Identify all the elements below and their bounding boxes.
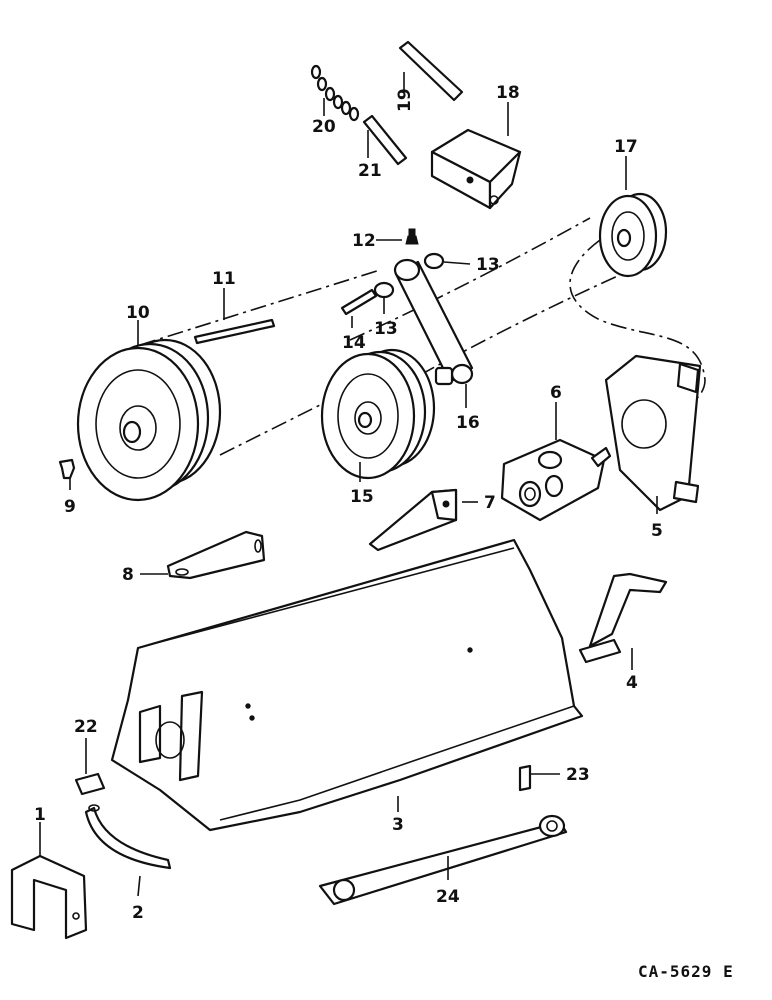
idler-pulley xyxy=(320,348,436,480)
pulley-key xyxy=(193,318,276,345)
callout-16: 16 xyxy=(456,413,480,433)
hydraulic-pump xyxy=(500,438,612,522)
curved-strap xyxy=(84,804,172,870)
strap xyxy=(398,40,464,102)
callout-13-upper: 13 xyxy=(476,255,500,275)
callout-7: 7 xyxy=(484,493,496,513)
callout-6: 6 xyxy=(550,383,562,403)
callout-14: 14 xyxy=(342,333,366,353)
idler-arm xyxy=(393,258,474,386)
grease-fitting xyxy=(405,228,419,245)
callout-4: 4 xyxy=(626,673,638,693)
clip xyxy=(74,772,106,796)
callout-12: 12 xyxy=(352,231,376,251)
callout-labels: 1 2 3 4 5 6 7 8 9 10 11 12 13 13 14 15 1… xyxy=(34,83,663,923)
callout-3: 3 xyxy=(392,815,404,835)
hook-pin xyxy=(518,764,532,792)
callout-20: 20 xyxy=(312,117,336,137)
callout-24: 24 xyxy=(436,887,460,907)
callout-19: 19 xyxy=(395,88,415,112)
pump-bracket xyxy=(604,354,702,512)
leader-lines xyxy=(39,72,658,897)
mounting-bracket xyxy=(430,128,522,210)
adjuster-spring xyxy=(362,114,408,166)
callout-5: 5 xyxy=(651,521,663,541)
callout-23: 23 xyxy=(566,765,590,785)
large-pulley xyxy=(76,338,222,502)
hanger-bracket xyxy=(578,572,668,664)
u-bracket xyxy=(10,854,88,940)
callout-15: 15 xyxy=(350,487,374,507)
callout-8: 8 xyxy=(122,565,134,585)
chain xyxy=(310,64,360,122)
callout-9: 9 xyxy=(64,497,76,517)
bushing-lower xyxy=(373,281,395,299)
callout-17: 17 xyxy=(614,137,638,157)
support-bracket xyxy=(368,488,458,552)
callout-22: 22 xyxy=(74,717,98,737)
bolt xyxy=(58,458,76,480)
callout-2: 2 xyxy=(132,903,144,923)
callout-1: 1 xyxy=(34,805,46,825)
belt-shield xyxy=(110,538,584,832)
pivot-pin xyxy=(340,288,378,316)
callout-18: 18 xyxy=(496,83,520,103)
drawing-number: CA-5629 E xyxy=(638,962,734,981)
callout-13-lower: 13 xyxy=(374,319,398,339)
callout-10: 10 xyxy=(126,303,150,323)
angle-bracket xyxy=(166,530,266,580)
small-pulley xyxy=(598,192,668,278)
callout-21: 21 xyxy=(358,161,382,181)
bushing-upper xyxy=(423,252,445,270)
adjusting-arm xyxy=(318,814,568,906)
callout-11: 11 xyxy=(212,269,236,289)
